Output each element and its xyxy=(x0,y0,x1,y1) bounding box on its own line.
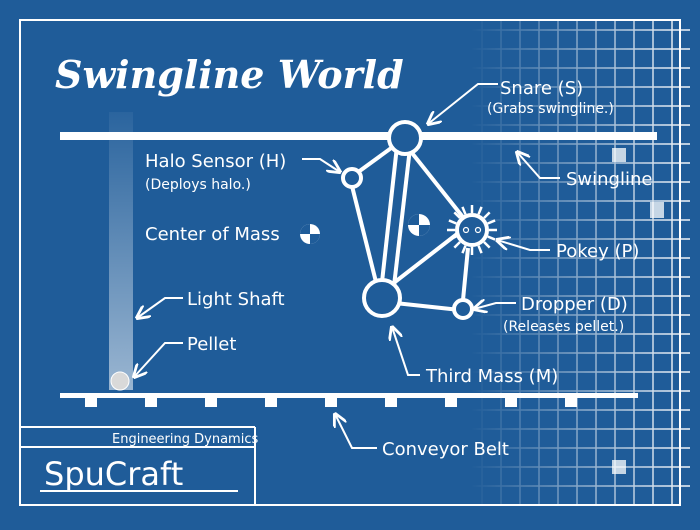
leader-arrows xyxy=(134,83,560,449)
mechanism-links xyxy=(348,136,470,312)
title-block xyxy=(20,426,256,505)
title-block-brand: SpuCraft xyxy=(44,455,183,493)
frame-border xyxy=(19,19,681,506)
halo-sensor-arrow xyxy=(302,158,340,172)
center-of-mass-marker xyxy=(408,214,430,236)
snare-note: (Grabs swingline.) xyxy=(487,101,614,117)
background-grid xyxy=(470,20,690,505)
swingline-bar xyxy=(60,132,657,140)
dropper-arrow xyxy=(474,303,516,309)
grid-highlight-cells xyxy=(612,148,664,474)
diagram-title: Swingline World xyxy=(55,52,404,97)
pokey-arrow xyxy=(497,240,550,251)
conveyor-belt-shape xyxy=(60,393,638,407)
snare-arrow xyxy=(428,83,498,124)
light-shaft-beam xyxy=(109,112,133,390)
halo-sensor-label: Halo Sensor (H) xyxy=(145,151,286,172)
conveyor-belt-arrow xyxy=(335,414,377,449)
halo-sensor-node xyxy=(341,167,363,189)
title-block-subtitle: Engineering Dynamics xyxy=(112,432,258,447)
pokey-node xyxy=(455,213,489,247)
dropper-node xyxy=(452,298,474,320)
swingline-arrow xyxy=(517,152,560,179)
third-mass-label: Third Mass (M) xyxy=(425,366,558,387)
light-shaft-label: Light Shaft xyxy=(187,289,285,310)
third-mass-node xyxy=(362,278,402,318)
dropper-note: (Releases pellet.) xyxy=(503,319,624,335)
pokey-eyes xyxy=(462,226,482,234)
center-of-mass-label: Center of Mass xyxy=(145,224,280,245)
pellet-arrow xyxy=(134,342,183,377)
snare-label: Snare (S) xyxy=(500,78,583,99)
halo-sensor-note: (Deploys halo.) xyxy=(145,177,251,193)
mechanism-nodes xyxy=(341,120,489,320)
center-of-mass-icon xyxy=(300,224,320,244)
swingline-label: Swingline xyxy=(566,169,652,190)
light-shaft-arrow xyxy=(137,297,183,318)
conveyor-belt-label: Conveyor Belt xyxy=(382,439,509,460)
pokey-spikes xyxy=(447,205,497,255)
pellet-ball xyxy=(110,371,130,391)
snare-node xyxy=(387,120,423,156)
dropper-label: Dropper (D) xyxy=(521,294,628,315)
pellet-label: Pellet xyxy=(187,334,236,355)
third-mass-arrow xyxy=(392,327,420,376)
pokey-label: Pokey (P) xyxy=(556,241,639,262)
